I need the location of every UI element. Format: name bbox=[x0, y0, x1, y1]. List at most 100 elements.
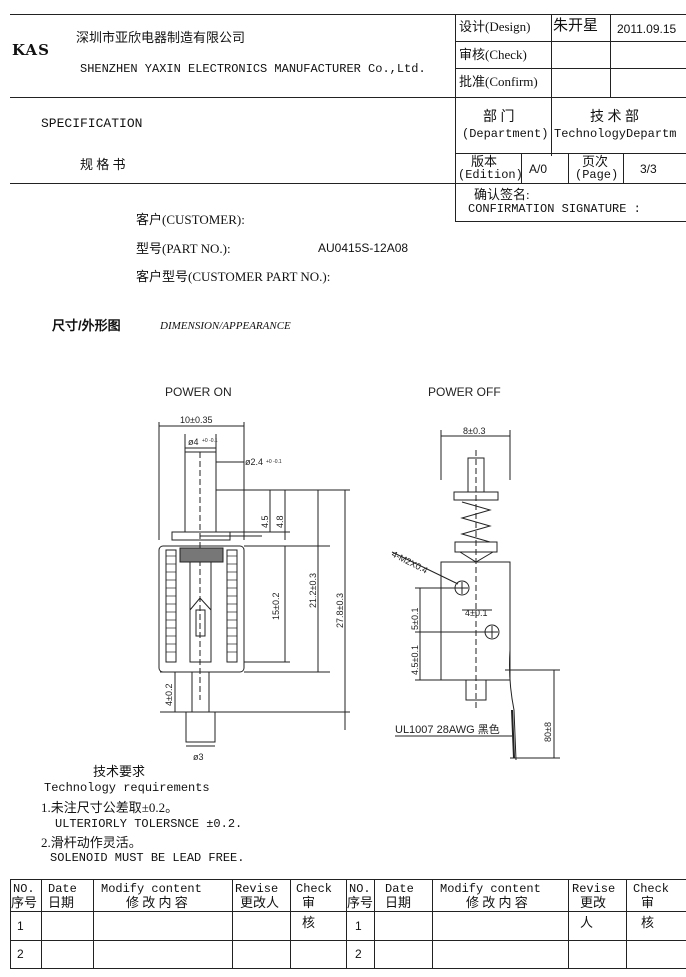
table-top-line bbox=[10, 879, 686, 880]
header-row-line-2 bbox=[455, 68, 686, 69]
confirm-signature-en: CONFIRMATION SIGNATURE : bbox=[468, 202, 641, 216]
customer-part-label: 客户型号(CUSTOMER PART NO.): bbox=[136, 269, 331, 284]
dim-48: 4.8 bbox=[275, 515, 285, 528]
col-check-en-right: Check bbox=[633, 882, 670, 896]
dim-width-8: 8±0.3 bbox=[463, 426, 485, 436]
edition-vert-2 bbox=[568, 153, 569, 183]
header-row-line-1 bbox=[455, 41, 686, 42]
dept-row-line bbox=[455, 153, 686, 154]
header-vertical bbox=[455, 14, 456, 222]
company-name-cn: 深圳市亚欣电器制造有限公司 bbox=[76, 30, 246, 45]
confirm-signature-cn: 确认签名: bbox=[474, 187, 530, 202]
col-no-en: NO. bbox=[13, 882, 35, 896]
requirements-title-cn: 技术要求 bbox=[93, 764, 146, 779]
table-col-6 bbox=[374, 879, 375, 969]
dim-d24: ø2.4 bbox=[245, 457, 263, 467]
section-title-en: DIMENSION/APPEARANCE bbox=[160, 320, 291, 332]
col-no-cn-right: 序号 bbox=[347, 895, 374, 910]
dim-d4: ø4 bbox=[188, 437, 199, 447]
dim-m2: 4-M2X0.4 bbox=[390, 549, 429, 576]
col-check-cn: 审 bbox=[302, 895, 316, 910]
design-name: 朱开星 bbox=[553, 18, 599, 34]
requirement-2-cn: 2.滑杆动作灵活。 bbox=[41, 835, 142, 850]
row1-no-right: 1 bbox=[355, 919, 362, 933]
col-revise-en: Revise bbox=[235, 882, 279, 896]
col-date-cn: 日期 bbox=[48, 895, 75, 910]
dim-80: 80±8 bbox=[543, 722, 553, 742]
dim-278: 27.8±0.3 bbox=[335, 593, 345, 628]
customer-label: 客户(CUSTOMER): bbox=[136, 212, 245, 227]
dim-5: 5±0.1 bbox=[410, 608, 420, 630]
header-divider-1 bbox=[10, 97, 686, 98]
department-label-en: (Department) bbox=[462, 127, 549, 141]
header-vertical-name bbox=[551, 14, 552, 98]
dim-width-10: 10±0.35 bbox=[180, 415, 212, 425]
dim-d24-tol: +0 -0.1 bbox=[266, 459, 282, 465]
col-date-cn-right: 日期 bbox=[385, 895, 412, 910]
edition-label-cn: 版本 bbox=[471, 154, 498, 169]
dim-d4-tol: +0 -0.1 bbox=[202, 438, 218, 444]
dim-45b: 4.5±0.1 bbox=[410, 645, 420, 675]
department-value-en: TechnologyDepartm bbox=[554, 127, 677, 141]
wire-spec: UL1007 28AWG 黑色 bbox=[395, 722, 500, 736]
row2-no: 2 bbox=[17, 947, 24, 961]
section-title-cn: 尺寸/外形图 bbox=[52, 318, 121, 333]
col-modify-cn: 修 改 内 容 bbox=[126, 895, 188, 910]
dim-4: 4±0.2 bbox=[164, 684, 174, 706]
dim-212: 21.2±0.3 bbox=[308, 573, 318, 608]
check-label: 审核(Check) bbox=[459, 47, 527, 62]
row2-no-right: 2 bbox=[355, 947, 362, 961]
dim-d3: ø3 bbox=[193, 752, 204, 762]
page-value: 3/3 bbox=[640, 162, 657, 176]
requirement-2-en: SOLENOID MUST BE LEAD FREE. bbox=[50, 851, 245, 865]
dept-vertical bbox=[551, 97, 552, 156]
part-number-value: AU0415S-12A08 bbox=[318, 241, 409, 255]
col-modify-en-right: Modify content bbox=[440, 882, 541, 896]
power-off-label: POWER OFF bbox=[428, 385, 501, 399]
col-date-en-right: Date bbox=[385, 882, 414, 896]
header-vertical-date bbox=[610, 14, 611, 98]
row1-revise-right: 人 bbox=[580, 915, 594, 930]
requirement-1-cn: 1.未注尺寸公差取±0.2。 bbox=[41, 800, 179, 815]
table-col-2 bbox=[93, 879, 94, 969]
design-date: 2011.09.15 bbox=[617, 22, 677, 36]
part-number-label: 型号(PART NO.): bbox=[136, 241, 231, 256]
page-label-cn: 页次 bbox=[582, 154, 609, 169]
col-revise-en-right: Revise bbox=[572, 882, 616, 896]
row1-no: 1 bbox=[17, 919, 24, 933]
table-bottom-line bbox=[10, 968, 686, 969]
col-modify-en: Modify content bbox=[101, 882, 202, 896]
requirements-title-en: Technology requirements bbox=[44, 781, 210, 795]
header-divider-2 bbox=[10, 183, 686, 184]
col-revise-cn-right: 更改 bbox=[580, 895, 607, 910]
dim-4b: 4±0.1 bbox=[465, 608, 487, 618]
confirm-bottom-line bbox=[455, 221, 686, 222]
spec-title-cn: 规 格 书 bbox=[80, 157, 126, 172]
edition-vert-1 bbox=[521, 153, 522, 183]
confirm-label: 批准(Confirm) bbox=[459, 74, 538, 89]
page-label-en: (Page) bbox=[575, 168, 619, 182]
col-no-en-right: NO. bbox=[349, 882, 371, 896]
row1-check: 核 bbox=[302, 915, 316, 930]
table-left-border bbox=[10, 879, 11, 969]
col-modify-cn-right: 修 改 内 容 bbox=[466, 895, 528, 910]
department-label-cn: 部 门 bbox=[483, 110, 515, 125]
col-check-en: Check bbox=[296, 882, 333, 896]
col-check-cn-right: 审 bbox=[641, 895, 655, 910]
power-on-label: POWER ON bbox=[165, 385, 232, 399]
table-col-1 bbox=[41, 879, 42, 969]
design-label: 设计(Design) bbox=[459, 19, 531, 34]
requirement-1-en: ULTERIORLY TOLERSNCE ±0.2. bbox=[55, 817, 243, 831]
table-header-line bbox=[10, 911, 686, 912]
table-col-3 bbox=[232, 879, 233, 969]
table-col-7 bbox=[432, 879, 433, 969]
edition-value: A/0 bbox=[529, 162, 548, 176]
department-value-cn: 技 术 部 bbox=[590, 110, 639, 125]
company-name-en: SHENZHEN YAXIN ELECTRONICS MANUFACTURER … bbox=[80, 62, 426, 76]
edition-label-en: (Edition) bbox=[458, 168, 523, 182]
col-no-cn: 序号 bbox=[11, 895, 38, 910]
row1-check-right: 核 bbox=[641, 915, 655, 930]
col-date-en: Date bbox=[48, 882, 77, 896]
table-col-5 bbox=[346, 879, 347, 969]
table-col-4 bbox=[290, 879, 291, 969]
